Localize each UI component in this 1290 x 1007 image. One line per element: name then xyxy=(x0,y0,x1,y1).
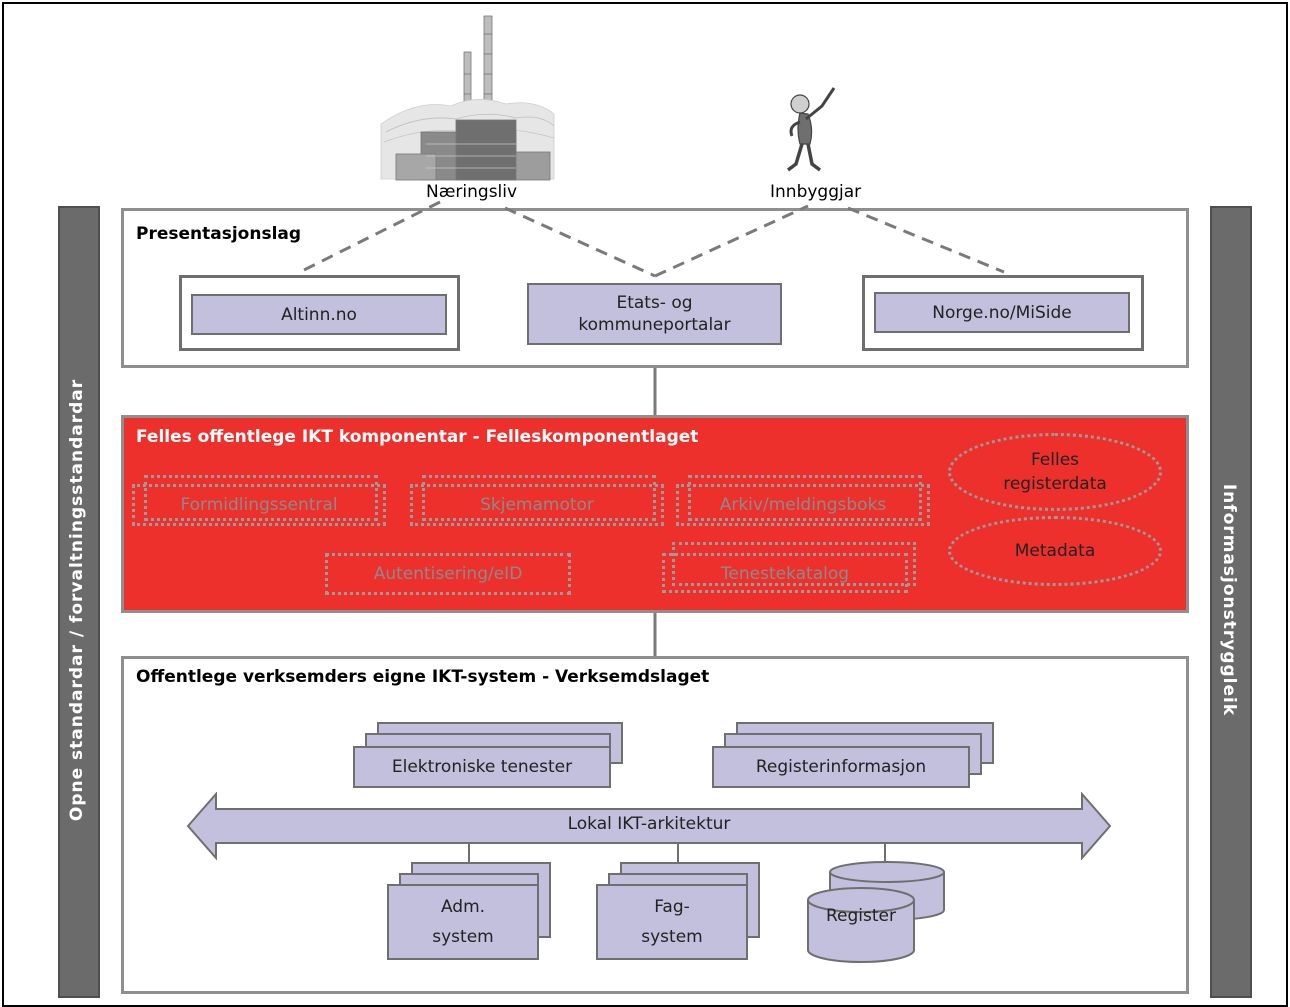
registry-oval: Felles registerdata xyxy=(948,433,1162,511)
skjemamotor-box xyxy=(410,484,664,526)
tenestekatalog-box xyxy=(662,553,908,593)
fag-box: Fag- system xyxy=(596,884,748,960)
norge-box: Norge.no/MiSide xyxy=(874,292,1130,333)
register-info-box: Registerinformasjon xyxy=(712,746,970,788)
autentisering-label: Autentisering/eID xyxy=(373,564,523,584)
adm-box: Adm. system xyxy=(387,884,539,960)
arkiv-label: Arkiv/meldingsboks xyxy=(719,495,887,515)
enterprise-layer-title: Offentlege verksemders eigne IKT-system … xyxy=(136,667,710,687)
information-security-bar xyxy=(1210,206,1252,998)
citizen-label: Innbyggjar xyxy=(770,182,862,202)
factory-icon xyxy=(380,15,555,181)
architecture-arrow xyxy=(186,792,1112,860)
autentisering-box xyxy=(325,553,571,595)
business-label: Næringsliv xyxy=(426,182,518,202)
altinn-box: Altinn.no xyxy=(191,294,447,335)
arkiv-back xyxy=(688,475,922,521)
common-components-title: Felles offentlege IKT komponentar - Fell… xyxy=(136,427,699,447)
services-box: Elektroniske tenester xyxy=(353,746,611,788)
person-icon xyxy=(786,87,836,172)
register-database-icon xyxy=(807,861,945,963)
tenestekatalog-label: Tenestekatalog xyxy=(720,564,850,584)
register-label: Register xyxy=(826,906,896,926)
skjemamotor-back xyxy=(422,475,656,521)
metadata-oval: Metadata xyxy=(948,516,1162,586)
skjemamotor-label: Skjemamotor xyxy=(480,495,594,515)
formidlingssentral-box xyxy=(132,484,386,526)
formidlingssentral-back xyxy=(144,475,378,521)
arkiv-box xyxy=(676,484,930,526)
portals-box: Etats- og kommuneportalar xyxy=(527,283,782,345)
open-standards-bar xyxy=(58,206,100,998)
formidlingssentral-label: Formidlingssentral xyxy=(180,495,338,515)
tenestekatalog-back xyxy=(672,542,916,586)
presentation-layer-title: Presentasjonslag xyxy=(136,224,302,244)
architecture-label: Lokal IKT-arkitektur xyxy=(567,814,731,834)
